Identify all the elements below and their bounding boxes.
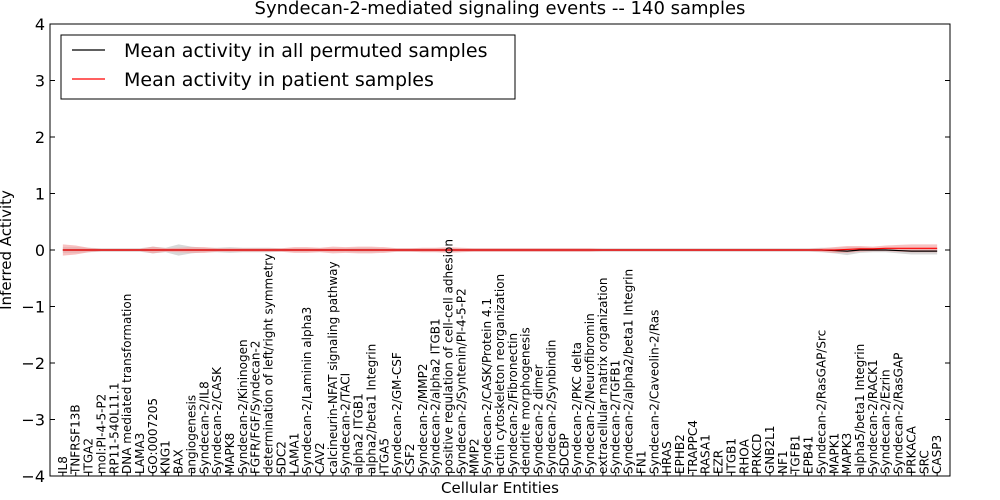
x-category-label: ITGA2: [82, 438, 96, 474]
series-lines: [62, 247, 938, 252]
x-category-label: TGFB1: [789, 435, 803, 475]
x-category-label: CASP3: [930, 435, 944, 474]
x-category-label: calcineurin-NFAT signaling pathway: [326, 261, 340, 474]
y-axis-ticks: 4 3 2 1 0 −1 −2 −3 −4: [21, 15, 950, 486]
x-category-label: Syndecan-2/Synbindin: [544, 340, 558, 474]
x-category-label: CSF2: [403, 443, 417, 474]
x-category-label: CAV2: [313, 442, 327, 474]
x-axis-category-labels: IL8TNFRSF13BITGA2mol:PI-4-5-P2RP11-540L1…: [56, 239, 944, 476]
series-line-1: [62, 247, 938, 251]
x-category-label: Syndecan-2/PKC delta: [570, 342, 584, 474]
y-tick-label: −3: [21, 411, 45, 430]
x-category-label: PRKACA: [904, 425, 918, 474]
x-category-label: PRKCD: [750, 434, 764, 474]
x-category-label: angiogenesis: [184, 395, 198, 474]
x-category-label: Syndecan-2/alpha2/beta1 Integrin: [622, 269, 636, 474]
x-category-label: Syndecan-2/TGFB1: [609, 360, 623, 474]
x-category-label: MAPK1: [827, 433, 841, 474]
x-category-label: GNB2L1: [763, 426, 777, 474]
x-category-label: actin cytoskeleton reorganization: [493, 274, 507, 474]
x-category-label: Syndecan-2/Syntenin/PI-4-5-P2: [454, 288, 468, 474]
y-tick-label: −1: [21, 298, 45, 317]
x-category-label: Syndecan-2/Fibronectin: [506, 333, 520, 474]
x-category-label: positive regulation of cell-cell adhesio…: [442, 239, 456, 474]
x-category-label: Syndecan-2/TACI: [339, 373, 353, 474]
x-category-label: determination of left/right symmetry: [262, 254, 276, 474]
x-category-label: NF1: [776, 450, 790, 474]
x-category-label: SRC: [917, 450, 931, 474]
x-category-label: extracellular matrix organization: [596, 278, 610, 475]
legend-label-patient: Mean activity in patient samples: [124, 69, 434, 91]
x-category-label: Syndecan-2/MMP2: [416, 364, 430, 474]
x-category-label: SDCBP: [557, 433, 571, 474]
x-category-label: ITGA5: [377, 438, 391, 474]
x-category-label: EPB41: [802, 436, 816, 474]
x-category-label: IL8: [56, 456, 70, 474]
x-category-label: MAPK8: [223, 433, 237, 474]
x-category-label: Syndecan-2/Kininogen: [236, 339, 250, 474]
legend: Mean activity in all permuted samples Me…: [60, 34, 516, 100]
x-category-label: EPHB2: [673, 434, 687, 474]
x-category-label: ITGB1: [724, 438, 738, 474]
x-category-label: Syndecan-2/Laminin alpha3: [300, 307, 314, 474]
x-category-label: Syndecan-2/alpha2 ITGB1: [429, 318, 443, 474]
x-category-label: Syndecan-2/RACK1: [866, 359, 880, 474]
x-category-label: KNG1: [159, 440, 173, 474]
x-category-label: Syndecan-2/GM-CSF: [390, 352, 404, 474]
chart-title: Syndecan-2-mediated signaling events -- …: [255, 0, 746, 19]
legend-box: [60, 34, 516, 100]
x-category-label: HRAS: [660, 441, 674, 474]
y-tick-label: −4: [21, 467, 45, 486]
x-category-label: Syndecan-2/CASK: [210, 366, 224, 474]
x-category-label: GO:0007205: [146, 398, 160, 474]
x-category-label: Syndecan-2/Ezrin: [879, 369, 893, 474]
x-category-label: alpha2/beta1 Integrin: [364, 344, 378, 474]
x-category-label: FN1: [634, 450, 648, 474]
x-category-label: alpha2 ITGB1: [352, 393, 366, 474]
x-category-label: BAX: [172, 449, 186, 474]
y-tick-label: 4: [35, 15, 45, 34]
x-category-label: Syndecan-2/RasGAP: [892, 353, 906, 474]
x-category-label: MAPK3: [840, 433, 854, 474]
x-category-label: RHOA: [737, 438, 751, 474]
x-category-label: Syndecan-2/CASK/Protein 4.1: [480, 298, 494, 474]
x-category-label: SDC2: [274, 441, 288, 474]
x-category-label: FGFR/FGF/Syndecan-2: [249, 341, 263, 474]
y-tick-label: 3: [35, 72, 45, 91]
y-tick-label: 0: [35, 241, 45, 260]
x-category-label: Syndecan-2/Caveolin-2/Ras: [647, 310, 661, 474]
x-category-label: EZR: [712, 450, 726, 474]
y-tick-label: 2: [35, 128, 45, 147]
y-axis-label: Inferred Activity: [0, 190, 15, 310]
y-tick-label: −2: [21, 354, 45, 373]
x-category-label: dendrite morphogenesis: [519, 327, 533, 474]
x-category-label: LAMA1: [287, 433, 301, 474]
y-tick-label: 1: [35, 185, 45, 204]
x-category-label: MMP2: [467, 438, 481, 474]
x-category-label: mol:PI-4-5-P2: [94, 394, 108, 474]
x-axis-label: Cellular Entities: [441, 479, 559, 497]
x-category-label: Syndecan-2 dimer: [532, 364, 546, 474]
x-category-label: Syndecan-2/IL8: [197, 381, 211, 474]
x-category-label: alpha5/beta1 Integrin: [853, 344, 867, 474]
x-category-label: LAMA3: [133, 433, 147, 474]
x-category-label: RP11-540L11.1: [107, 383, 121, 474]
x-category-label: Syndecan-2/RasGAP/Src: [814, 330, 828, 474]
x-category-label: TRAPPC4: [686, 420, 700, 475]
x-category-label: Syndecan-2/Neurofibromin: [583, 313, 597, 474]
x-category-label: TNFRSF13B: [69, 404, 83, 475]
x-category-label: RASA1: [699, 434, 713, 474]
legend-label-permuted: Mean activity in all permuted samples: [124, 40, 487, 62]
x-category-label: DNA mediated transformation: [120, 294, 134, 474]
